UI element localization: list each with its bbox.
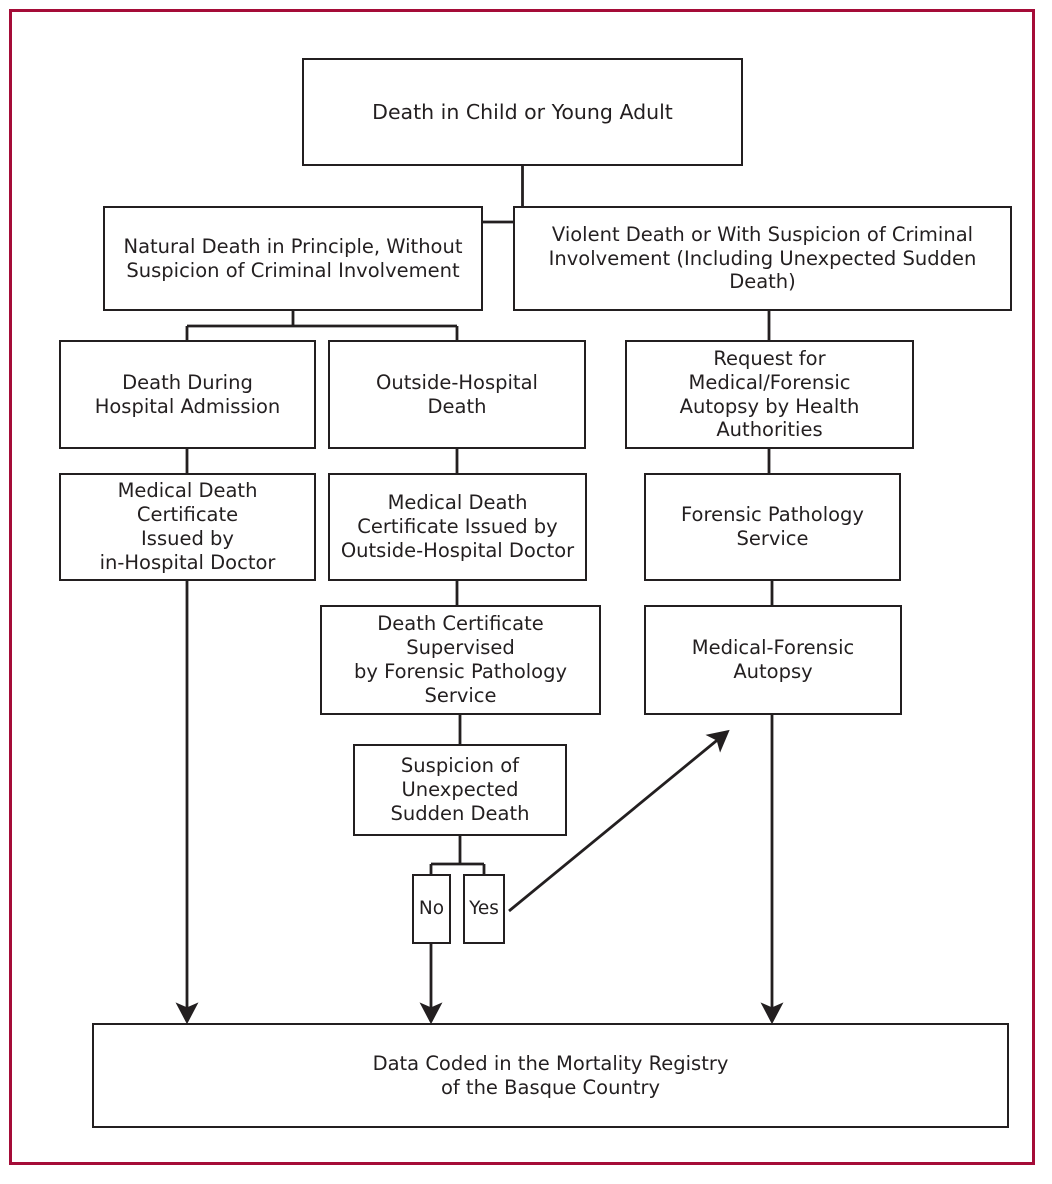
node-label: Death Certificate Supervised by Forensic… bbox=[353, 612, 568, 707]
node-label: Violent Death or With Suspicion of Crimi… bbox=[548, 222, 977, 294]
node-request-for-medical-forensic-autopsy[interactable]: Request for Medical/Forensic Autopsy by … bbox=[625, 340, 914, 449]
node-label: Death in Child or Young Adult bbox=[372, 99, 673, 124]
node-outside-hospital-death[interactable]: Outside-Hospital Death bbox=[328, 340, 586, 449]
figure-border bbox=[9, 9, 1035, 1165]
node-medical-death-certificate-outside-hospital[interactable]: Medical Death Certificate Issued by Outs… bbox=[328, 473, 587, 581]
node-death-certificate-supervised[interactable]: Death Certificate Supervised by Forensic… bbox=[320, 605, 601, 715]
node-decision-no[interactable]: No bbox=[412, 874, 451, 944]
node-natural-death[interactable]: Natural Death in Principle, Without Susp… bbox=[103, 206, 483, 311]
node-label: Data Coded in the Mortality Registry of … bbox=[372, 1051, 729, 1099]
node-label: Yes bbox=[469, 897, 499, 919]
node-label: Death During Hospital Admission bbox=[94, 370, 281, 418]
node-death-in-child-or-young-adult[interactable]: Death in Child or Young Adult bbox=[302, 58, 743, 166]
node-suspicion-of-unexpected-sudden-death[interactable]: Suspicion of Unexpected Sudden Death bbox=[353, 744, 567, 836]
node-label: Forensic Pathology Service bbox=[681, 503, 864, 550]
node-decision-yes[interactable]: Yes bbox=[463, 874, 505, 944]
node-medical-forensic-autopsy[interactable]: Medical-Forensic Autopsy bbox=[644, 605, 902, 715]
node-forensic-pathology-service[interactable]: Forensic Pathology Service bbox=[644, 473, 901, 581]
node-label: Medical-Forensic Autopsy bbox=[691, 636, 855, 683]
node-label: Natural Death in Principle, Without Susp… bbox=[123, 234, 463, 282]
node-data-coded-in-mortality-registry[interactable]: Data Coded in the Mortality Registry of … bbox=[92, 1023, 1009, 1128]
node-medical-death-certificate-in-hospital[interactable]: Medical Death Certificate Issued by in-H… bbox=[59, 473, 316, 581]
node-death-during-hospital-admission[interactable]: Death During Hospital Admission bbox=[59, 340, 316, 449]
node-label: Request for Medical/Forensic Autopsy by … bbox=[679, 346, 860, 442]
node-label: Outside-Hospital Death bbox=[376, 370, 538, 418]
node-label: Medical Death Certificate Issued by in-H… bbox=[99, 479, 276, 574]
node-label: Medical Death Certificate Issued by Outs… bbox=[340, 491, 575, 562]
node-label: No bbox=[418, 897, 445, 919]
node-label: Suspicion of Unexpected Sudden Death bbox=[390, 754, 530, 825]
node-violent-death[interactable]: Violent Death or With Suspicion of Crimi… bbox=[513, 206, 1012, 311]
